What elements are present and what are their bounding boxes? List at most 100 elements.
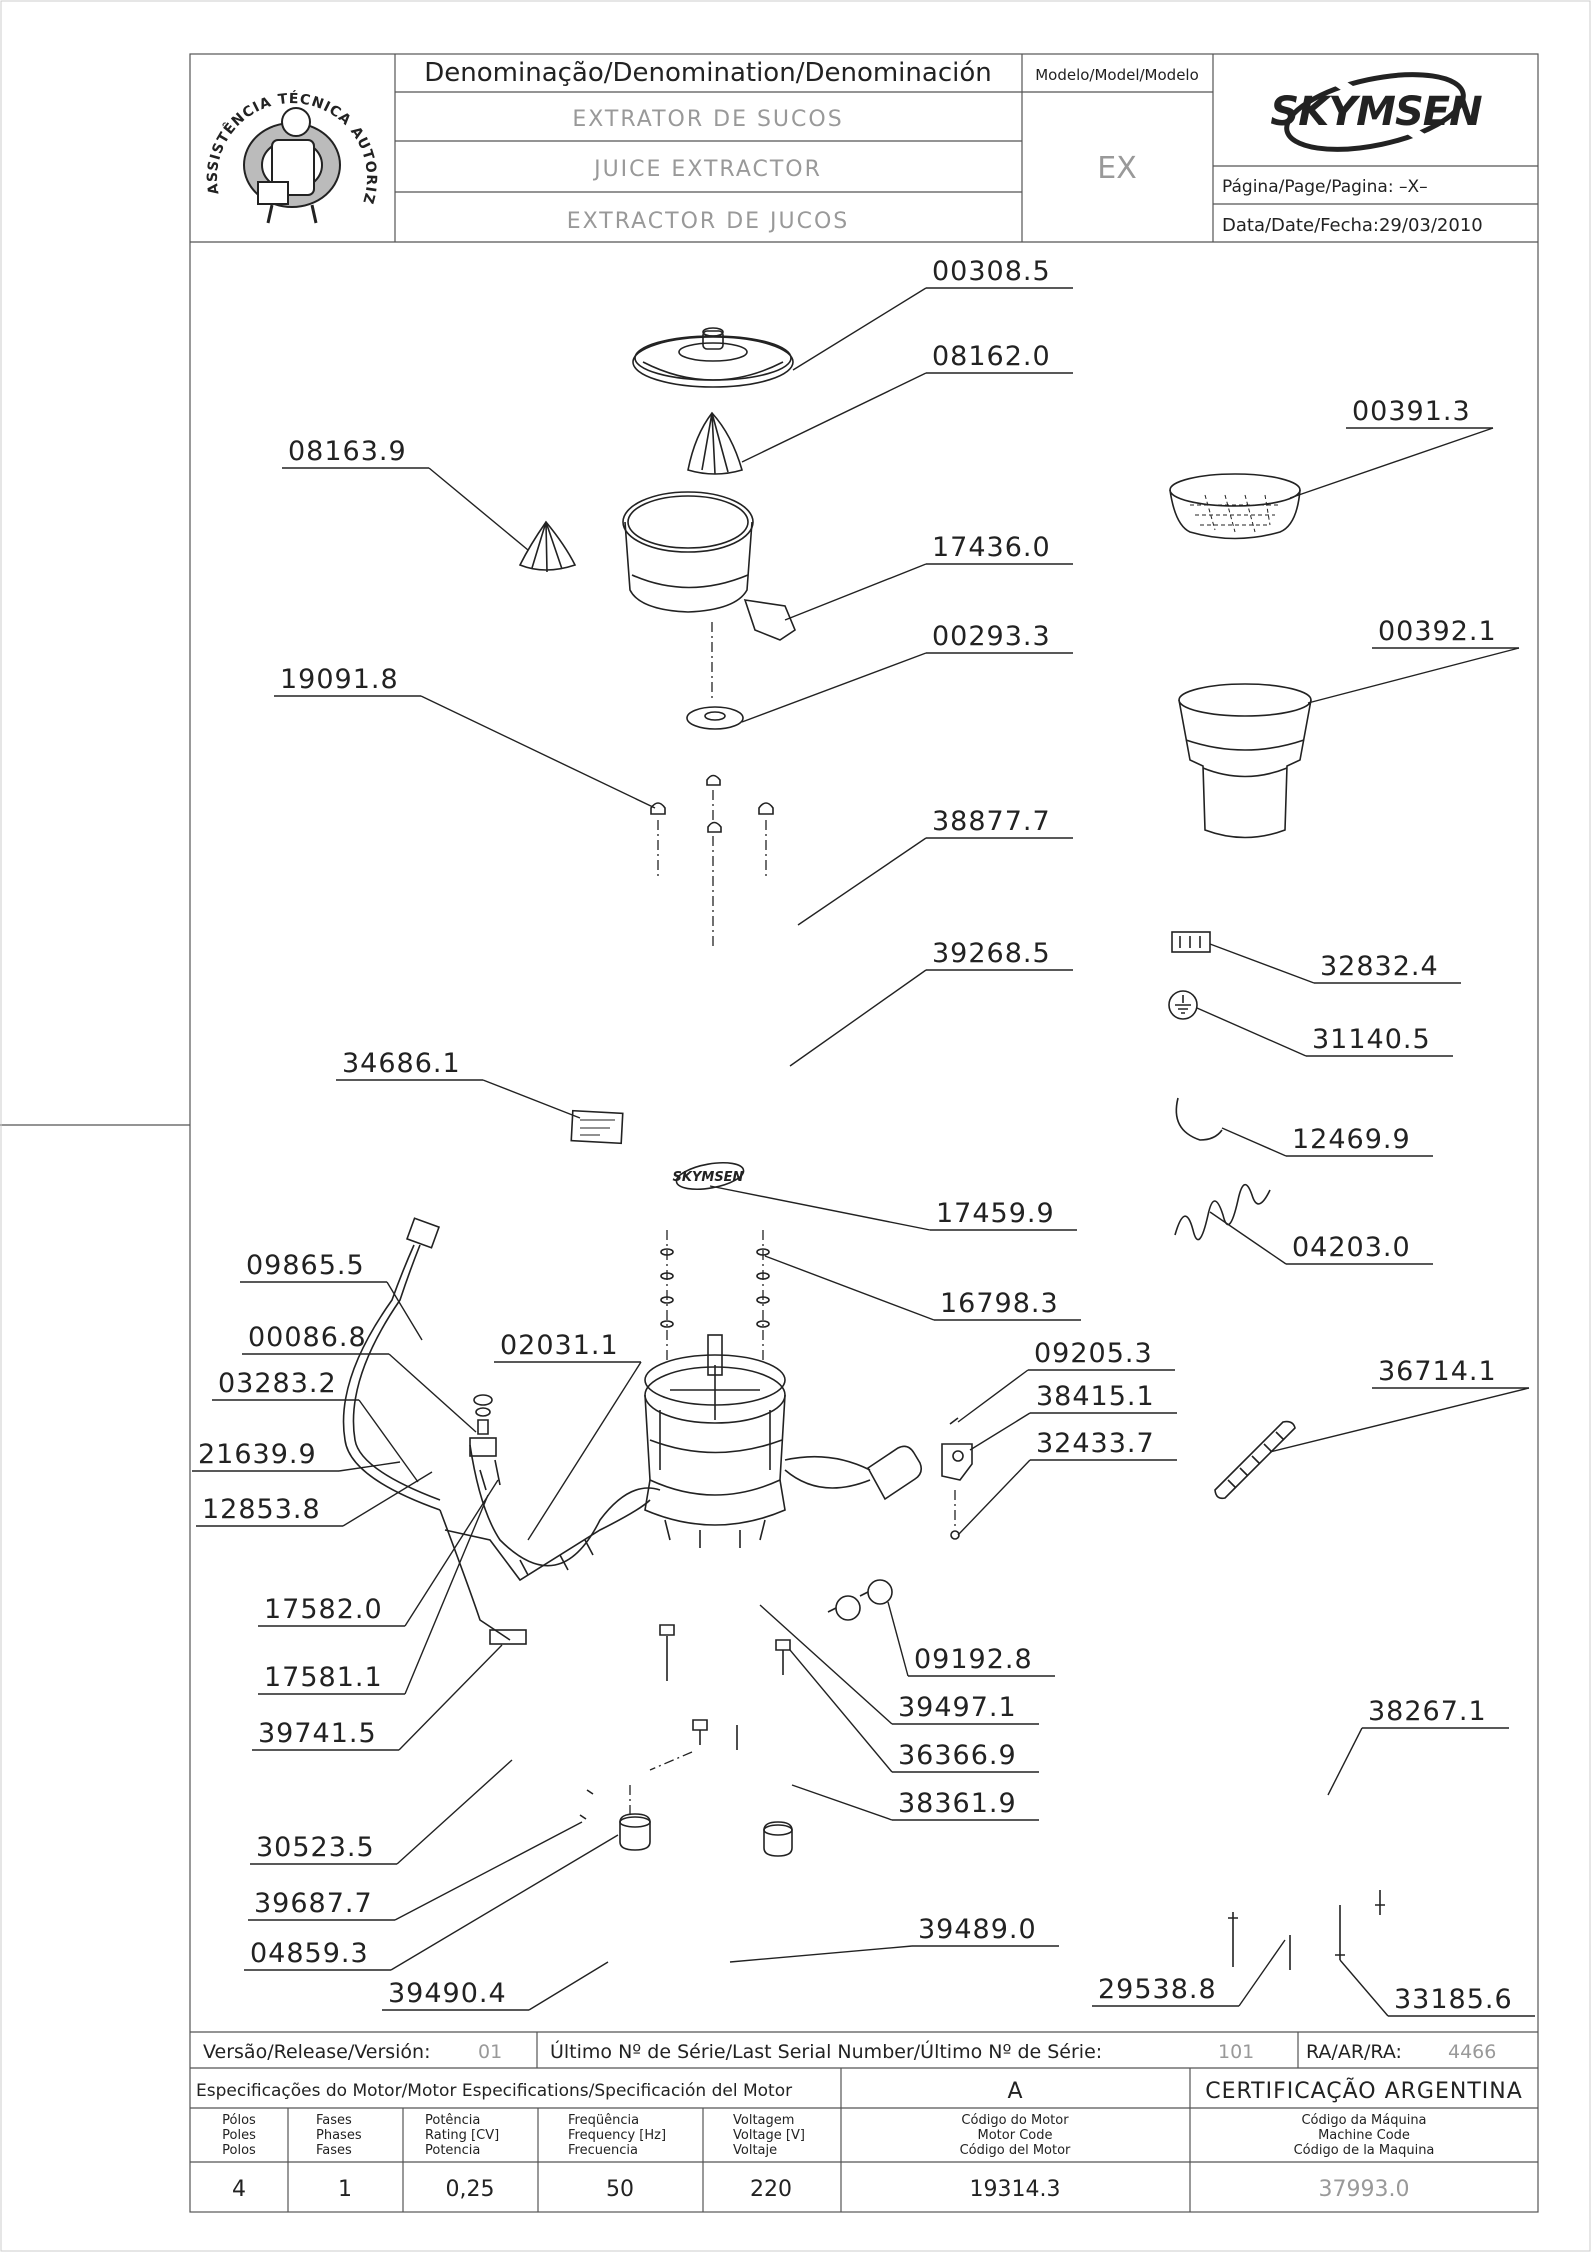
part-callout: 17582.0: [258, 1479, 499, 1627]
power-value: 0,25: [446, 2177, 495, 2202]
part-callout: 09205.3: [957, 1338, 1175, 1423]
knob-part: [827, 1579, 893, 1621]
leader-line: [1289, 427, 1494, 499]
part-callout: 38415.1: [969, 1381, 1177, 1451]
leader-line: [741, 652, 927, 723]
part-callout: 31140.5: [1196, 1007, 1453, 1057]
part-callout: 21639.9: [192, 1439, 401, 1472]
brand-name: SKYMSEN: [1270, 89, 1482, 135]
part-number-label: 00308.5: [932, 256, 1051, 287]
leader-line: [791, 1784, 893, 1821]
switch-part: [469, 1394, 501, 1491]
title-block: [190, 54, 1538, 243]
part-callout: 12853.8: [196, 1471, 433, 1527]
part-number-label: 30523.5: [256, 1832, 375, 1863]
part-callout: 00391.3: [1289, 396, 1494, 499]
part-callout: 39268.5: [789, 938, 1073, 1067]
part-number-label: 36366.9: [898, 1740, 1017, 1771]
part-callout: 00308.5: [792, 256, 1073, 371]
part-number-label: 39490.4: [388, 1978, 507, 2009]
motor-washers: [660, 1230, 770, 1360]
part-callout: 39687.7: [248, 1821, 583, 1921]
col-motor-code-pt: Código do Motor: [961, 2113, 1069, 2128]
part-callout: 39497.1: [759, 1604, 1039, 1725]
part-number-label: 34686.1: [342, 1048, 461, 1079]
part-callout: 39490.4: [382, 1961, 609, 2011]
ra-value: 4466: [1448, 2041, 1496, 2063]
part-number-label: 17436.0: [932, 532, 1051, 563]
col-voltage-es: Voltaje: [733, 2143, 777, 2158]
part-number-label: 17459.9: [936, 1198, 1055, 1229]
leader-line: [1209, 1211, 1287, 1265]
part-callout: 39489.0: [729, 1914, 1059, 1963]
col-machine-code-es: Código de la Maquina: [1294, 2143, 1435, 2158]
part-number-label: 32433.7: [1036, 1428, 1155, 1459]
leader-line: [388, 1353, 477, 1433]
certification-label: CERTIFICAÇÃO ARGENTINA: [1205, 2077, 1523, 2104]
part-number-label: 32832.4: [1320, 951, 1439, 982]
motor-spec-value: A: [1007, 2079, 1022, 2104]
col-freq-en: Frequency [Hz]: [568, 2128, 666, 2143]
product-name-pt: EXTRATOR DE SUCOS: [572, 107, 843, 132]
part-callout: 30523.5: [250, 1759, 513, 1865]
serial-value: 101: [1218, 2041, 1254, 2063]
leader-line: [404, 1479, 499, 1627]
part-callout: 36714.1: [1269, 1356, 1530, 1453]
leader-line: [396, 1759, 513, 1865]
part-number-label: 08162.0: [932, 341, 1051, 372]
part-callout: 04859.3: [244, 1834, 619, 1971]
wiring-harness-part: [439, 1444, 661, 1645]
part-number-label: 00392.1: [1378, 616, 1497, 647]
feet-part: [579, 1785, 793, 1857]
part-number-label: 09192.8: [914, 1644, 1033, 1675]
leader-line: [342, 1471, 433, 1527]
part-callout: 34686.1: [336, 1048, 581, 1119]
col-poles-pt: Pólos: [222, 2113, 256, 2128]
brand-badge-part: SKYMSEN: [673, 1161, 745, 1191]
part-callout: 00293.3: [741, 621, 1073, 723]
col-power-en: Rating [CV]: [425, 2128, 499, 2143]
rating-label-part: [570, 1109, 624, 1145]
part-number-label: 38877.7: [932, 806, 1051, 837]
part-number-label: 29538.8: [1098, 1974, 1217, 2005]
frequency-value: 50: [606, 2177, 634, 2202]
leader-line: [741, 372, 927, 463]
leader-line: [398, 1644, 503, 1751]
washer-part: [686, 706, 744, 730]
leader-line: [1238, 1939, 1286, 2007]
col-poles-es: Polos: [222, 2143, 256, 2158]
part-number-label: 03283.2: [218, 1368, 337, 1399]
part-callouts: 00308.508162.000391.308163.917436.000293…: [192, 256, 1535, 2017]
part-number-label: 16798.3: [940, 1288, 1059, 1319]
part-callout: 38267.1: [1327, 1696, 1509, 1796]
part-number-label: 17581.1: [264, 1662, 383, 1693]
leader-line: [792, 287, 927, 371]
part-callout: 17581.1: [258, 1494, 489, 1695]
part-number-label: 17582.0: [264, 1594, 383, 1625]
part-callout: 36366.9: [789, 1649, 1039, 1773]
leader-line: [957, 1459, 1031, 1536]
product-name-es: EXTRACTOR DE JUCOS: [567, 209, 850, 234]
part-callout: 09192.8: [887, 1601, 1055, 1677]
part-number-label: 09865.5: [246, 1250, 365, 1281]
spring-part: [1174, 1183, 1271, 1241]
part-callout: 17436.0: [784, 532, 1073, 621]
part-number-label: 00086.8: [248, 1322, 367, 1353]
part-callout: 33185.6: [1339, 1959, 1535, 2017]
terminal-block-part: [1171, 931, 1211, 953]
col-power-es: Potencia: [425, 2143, 480, 2158]
col-motor-code-en: Motor Code: [978, 2128, 1053, 2143]
leader-line: [789, 969, 927, 1067]
part-number-label: 39687.7: [254, 1888, 373, 1919]
part-number-label: 38267.1: [1368, 1696, 1487, 1727]
clip-part: [1175, 1097, 1223, 1141]
leader-line: [420, 695, 656, 809]
reamer-small: [687, 411, 743, 475]
leader-line: [709, 1185, 931, 1231]
leader-line: [428, 467, 529, 551]
leader-line: [764, 1255, 935, 1321]
part-callout: 04203.0: [1209, 1211, 1433, 1265]
part-callout: 29538.8: [1092, 1939, 1286, 2007]
